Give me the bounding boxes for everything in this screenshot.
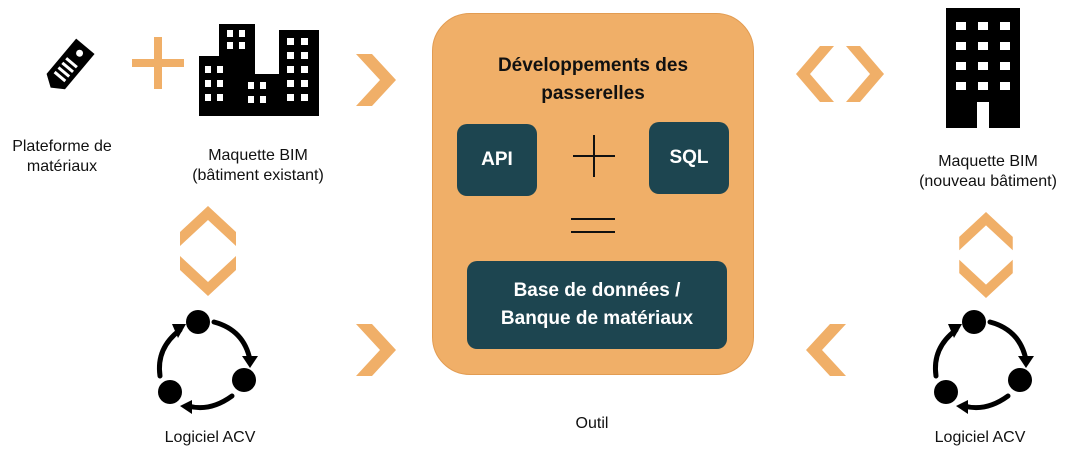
database-box: Base de données / Banque de matériaux — [467, 261, 727, 349]
cycle-icon — [156, 310, 258, 414]
materials-platform-line1: Plateforme de — [12, 138, 112, 155]
chevron-right-icon — [356, 54, 396, 106]
bim-existing-label: Maquette BIM (bâtiment existant) — [168, 146, 348, 186]
tool-caption: Outil — [575, 415, 609, 432]
api-label: API — [481, 149, 513, 170]
bim-existing-line2: (bâtiment existant) — [192, 167, 324, 184]
cycle-icon — [932, 310, 1034, 414]
sql-box: SQL — [649, 122, 729, 194]
plus-icon — [573, 135, 615, 177]
updown-chevrons-icon — [180, 206, 236, 296]
tool-box: Développements des passerelles API SQL B… — [432, 13, 754, 375]
lca-right-label: Logiciel ACV — [934, 429, 1026, 446]
building-icon — [946, 8, 1020, 128]
materials-platform-line2: matériaux — [26, 158, 98, 175]
plus-icon — [132, 37, 184, 89]
bim-new-label: Maquette BIM (nouveau bâtiment) — [904, 152, 1072, 192]
chevron-right-icon — [356, 324, 396, 376]
lca-left-label: Logiciel ACV — [164, 429, 256, 446]
bim-new-line2: (nouveau bâtiment) — [919, 173, 1057, 190]
tool-title: Développements des passerelles — [433, 52, 753, 108]
sql-label: SQL — [669, 147, 709, 168]
chevron-left-icon — [806, 324, 846, 376]
equals-icon — [571, 218, 615, 233]
updown-chevrons-icon — [959, 212, 1013, 298]
bim-existing-line1: Maquette BIM — [208, 147, 308, 164]
buildings-icon — [199, 24, 319, 116]
materials-platform-label: Plateforme de matériaux — [0, 137, 124, 177]
price-tag-icon — [46, 38, 95, 90]
tool-title-line2: passerelles — [541, 83, 645, 104]
leftright-chevrons-icon — [796, 46, 884, 102]
tool-title-line1: Développements des — [497, 55, 689, 76]
database-line2: Banque de matériaux — [500, 308, 694, 329]
bim-new-line1: Maquette BIM — [938, 153, 1038, 170]
api-box: API — [457, 124, 537, 196]
database-line1: Base de données / — [513, 280, 681, 301]
